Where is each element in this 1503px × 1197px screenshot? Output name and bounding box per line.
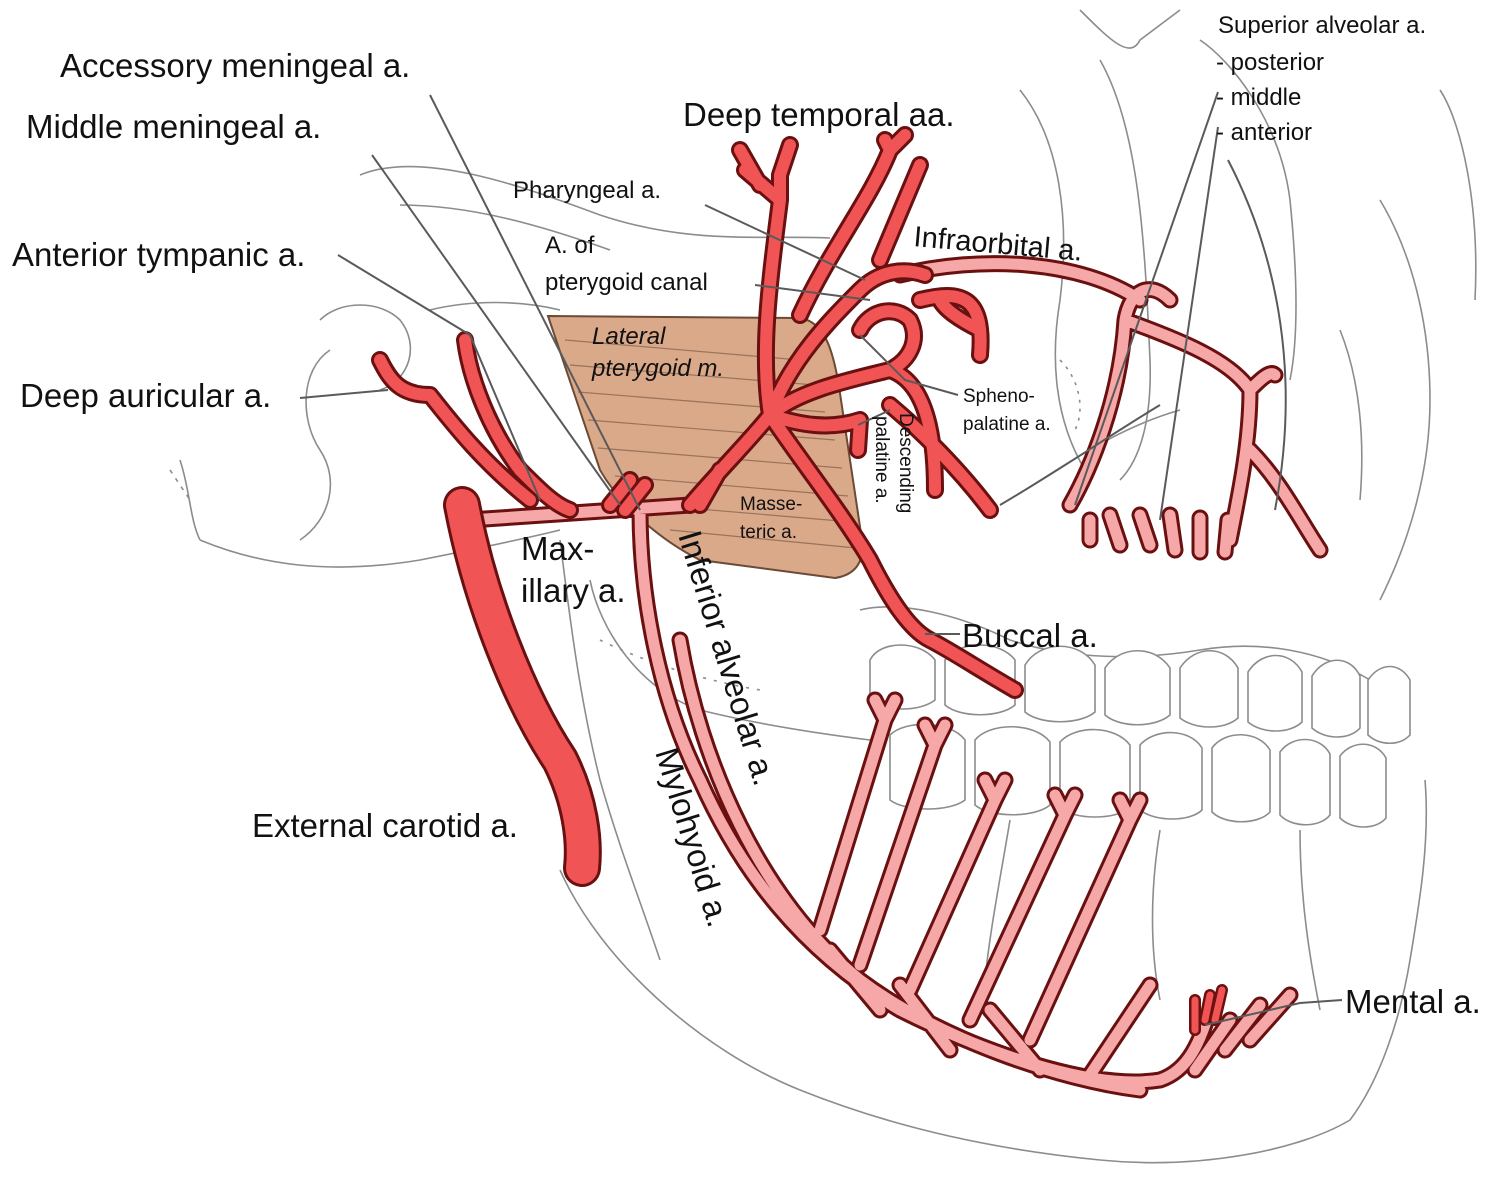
label-maxillary-2: illary a. (521, 572, 626, 609)
label-lateral-pterygoid-2: pterygoid m. (591, 355, 724, 382)
label-middle-meningeal: Middle meningeal a. (26, 108, 321, 145)
label-descending-palatine-1: Descending (895, 413, 916, 513)
label-middle: - middle (1216, 84, 1301, 111)
leader-accessory-meningeal (430, 95, 640, 510)
label-anterior: - anterior (1216, 119, 1312, 146)
label-sphenopalatine-1: Spheno- (963, 386, 1035, 407)
label-masseteric-1: Masse- (740, 494, 802, 515)
label-lateral-pterygoid-1: Lateral (592, 323, 666, 350)
label-deep-auricular: Deep auricular a. (20, 377, 271, 414)
label-deep-temporal: Deep temporal aa. (683, 96, 955, 133)
leader-superior-alveolar-posterior (1075, 92, 1218, 505)
label-superior-alveolar: Superior alveolar a. (1218, 12, 1426, 39)
label-posterior: - posterior (1216, 49, 1324, 76)
label-accessory-meningeal: Accessory meningeal a. (60, 47, 410, 84)
label-pterygoid-canal-2: pterygoid canal (545, 269, 708, 296)
arteries (380, 135, 1320, 1090)
leader-deep-auricular (300, 390, 388, 398)
label-pterygoid-canal-1: A. of (545, 232, 595, 259)
label-masseteric-2: teric a. (740, 522, 797, 543)
label-pharyngeal: Pharyngeal a. (513, 177, 661, 204)
label-external-carotid: External carotid a. (252, 807, 518, 844)
leader-superior-alveolar-middle (1160, 127, 1218, 520)
label-maxillary-1: Max- (521, 530, 594, 567)
label-sphenopalatine-2: palatine a. (963, 414, 1051, 435)
label-descending-palatine-2: palatine a. (871, 416, 892, 504)
label-mental: Mental a. (1345, 983, 1481, 1020)
skull-outline (170, 10, 1476, 1163)
label-buccal: Buccal a. (962, 617, 1098, 654)
label-anterior-tympanic: Anterior tympanic a. (12, 236, 305, 273)
